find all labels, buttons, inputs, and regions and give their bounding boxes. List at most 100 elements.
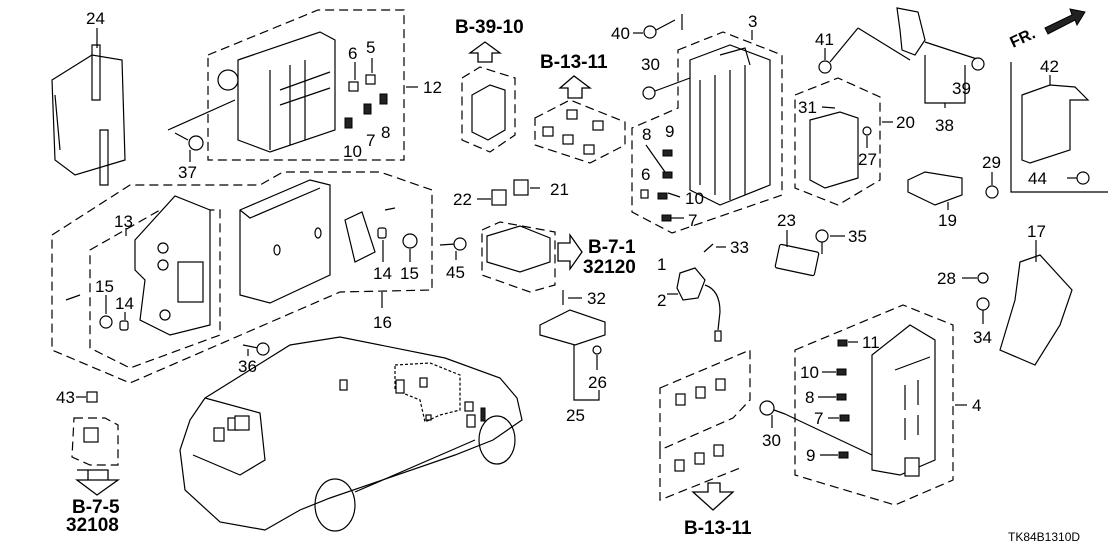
callout-15-left[interactable]: 15 [95, 277, 114, 296]
callout-15-right[interactable]: 15 [400, 264, 419, 283]
part-43-relay[interactable] [86, 391, 98, 403]
part-38-bracket[interactable] [896, 7, 926, 56]
part-42-unit[interactable] [1021, 84, 1090, 164]
callout-6-top[interactable]: 6 [348, 44, 357, 63]
part-24-control-unit[interactable] [51, 44, 126, 186]
part-7-fuse-bottom[interactable] [839, 414, 850, 422]
part-23-sensor[interactable] [774, 243, 820, 277]
callout-33[interactable]: 33 [730, 238, 749, 257]
callout-4[interactable]: 4 [972, 396, 981, 415]
part-16-ecu[interactable] [239, 179, 331, 304]
ref-b13-11-bottom[interactable]: B-13-11 [684, 518, 752, 539]
callout-16[interactable]: 16 [373, 313, 392, 332]
callout-31[interactable]: 31 [798, 98, 817, 117]
part-40-bolt[interactable] [643, 14, 683, 39]
part-15-grommet-right[interactable] [402, 233, 418, 249]
callout-7-top[interactable]: 7 [366, 131, 375, 150]
callout-10-bottom[interactable]: 10 [800, 363, 819, 382]
callout-8-mid[interactable]: 8 [642, 125, 651, 144]
part-screw-13[interactable] [65, 294, 81, 301]
part-6-relay[interactable] [348, 81, 359, 92]
part-12-fuse-box[interactable] [217, 31, 336, 153]
part-17-bracket[interactable] [999, 254, 1073, 366]
part-b7-1-box[interactable] [486, 225, 551, 273]
callout-8-top[interactable]: 8 [381, 123, 390, 142]
part-7-fuse-mid[interactable] [661, 214, 672, 222]
part-45-bolt[interactable] [439, 237, 467, 251]
part-8-fuse-bottom[interactable] [836, 393, 847, 401]
part-28-bolt[interactable] [977, 272, 989, 284]
part-41-bolt[interactable] [818, 27, 859, 74]
callout-7-mid[interactable]: 7 [688, 211, 697, 230]
callout-41[interactable]: 41 [815, 30, 834, 49]
callout-30-top[interactable]: 30 [641, 55, 660, 74]
part-10-fuse-bottom[interactable] [836, 368, 847, 376]
callout-9-bottom[interactable]: 9 [806, 446, 815, 465]
part-b39-10-unit[interactable] [471, 84, 506, 141]
part-screw-16[interactable] [384, 207, 396, 211]
part-44-nut[interactable] [1076, 171, 1090, 185]
callout-17[interactable]: 17 [1027, 222, 1046, 241]
part-22-relay[interactable] [491, 189, 507, 206]
callout-13[interactable]: 13 [114, 212, 133, 231]
callout-10-mid[interactable]: 10 [685, 189, 704, 208]
part-39-bolt[interactable] [971, 57, 985, 71]
part-34-nut[interactable] [976, 297, 990, 311]
part-19-unit[interactable] [907, 171, 963, 206]
callout-7-bottom[interactable]: 7 [814, 409, 823, 428]
part-30-bolt-bottom[interactable] [759, 400, 873, 456]
callout-9-mid[interactable]: 9 [665, 122, 674, 141]
part-3-fuse-box[interactable] [689, 44, 771, 206]
callout-3[interactable]: 3 [748, 12, 757, 31]
callout-5[interactable]: 5 [366, 38, 375, 57]
part-5-relay[interactable] [365, 74, 376, 85]
callout-45[interactable]: 45 [446, 263, 465, 282]
callout-29[interactable]: 29 [982, 153, 1001, 172]
callout-21[interactable]: 21 [550, 180, 569, 199]
part-37-bolt[interactable] [167, 99, 236, 151]
callout-35[interactable]: 35 [848, 227, 867, 246]
callout-26[interactable]: 26 [588, 373, 607, 392]
callout-32[interactable]: 32 [587, 289, 606, 308]
callout-24[interactable]: 24 [86, 9, 105, 28]
part-10-fuse[interactable] [344, 117, 353, 129]
callout-14-left[interactable]: 14 [115, 294, 134, 313]
callout-23[interactable]: 23 [777, 211, 796, 230]
callout-43[interactable]: 43 [56, 388, 75, 407]
part-15-grommet-left[interactable] [99, 315, 113, 329]
callout-11[interactable]: 11 [862, 333, 880, 352]
callout-22[interactable]: 22 [453, 190, 472, 209]
callout-36[interactable]: 36 [238, 357, 257, 376]
part-1-2-sensor[interactable] [676, 267, 722, 342]
part-27-clip[interactable] [862, 126, 872, 136]
part-9-fuse-bottom[interactable] [838, 451, 849, 459]
callout-42[interactable]: 42 [1040, 57, 1059, 76]
part-14-collar-right[interactable] [377, 227, 387, 239]
callout-28[interactable]: 28 [937, 269, 956, 288]
ref-b39-10[interactable]: B-39-10 [455, 17, 524, 38]
part-8-fuse-mid[interactable] [662, 171, 673, 179]
callout-44[interactable]: 44 [1028, 169, 1047, 188]
part-6-relay-mid[interactable] [640, 189, 649, 199]
callout-38[interactable]: 38 [935, 116, 954, 135]
callout-19[interactable]: 19 [938, 211, 957, 230]
part-b7-5-relay[interactable] [83, 427, 99, 443]
part-16-plate[interactable] [344, 211, 376, 263]
callout-34[interactable]: 34 [973, 328, 992, 347]
callout-10-top[interactable]: 10 [343, 142, 362, 161]
callout-37[interactable]: 37 [178, 163, 197, 182]
part-20-unit[interactable] [809, 111, 859, 189]
part-4-module[interactable] [871, 324, 936, 477]
part-14-collar-left[interactable] [119, 320, 129, 331]
part-8-fuse[interactable] [379, 93, 388, 105]
callout-39[interactable]: 39 [952, 79, 971, 98]
part-36-bolt[interactable] [242, 342, 270, 356]
part-33-screw[interactable] [703, 243, 714, 253]
callout-40[interactable]: 40 [611, 24, 630, 43]
part-7-fuse[interactable] [363, 103, 372, 115]
callout-1[interactable]: 1 [657, 255, 666, 274]
callout-30-bottom[interactable]: 30 [762, 431, 781, 450]
part-30-bolt-top[interactable] [642, 77, 691, 100]
callout-14-right[interactable]: 14 [373, 264, 392, 283]
callout-2[interactable]: 2 [657, 291, 666, 310]
